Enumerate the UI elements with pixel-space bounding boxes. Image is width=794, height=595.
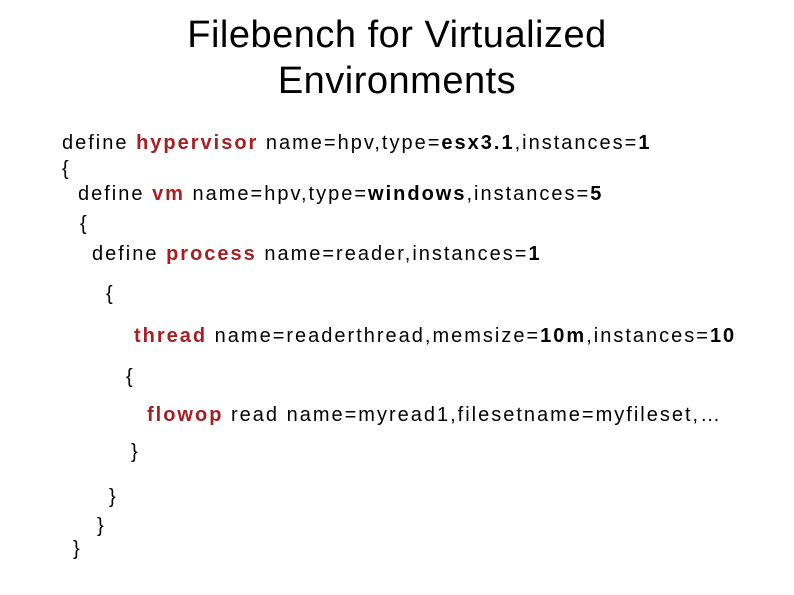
code-text: } bbox=[109, 486, 118, 508]
code-line: } bbox=[97, 514, 106, 538]
code-text: name=reader,instances= bbox=[256, 243, 529, 265]
code-text: } bbox=[131, 441, 140, 463]
code-text: windows bbox=[368, 183, 467, 205]
code-text: define bbox=[78, 183, 153, 205]
code-line: thread name=readerthread,memsize=10m,ins… bbox=[134, 324, 736, 348]
code-text: 1 bbox=[638, 132, 652, 154]
title-line-2: Environments bbox=[277, 60, 517, 102]
code-text: esx3.1 bbox=[441, 132, 515, 154]
code-line: } bbox=[131, 440, 140, 464]
code-text: { bbox=[106, 283, 115, 305]
code-line: flowop read name=myread1,filesetname=myf… bbox=[147, 403, 722, 427]
code-text: 5 bbox=[590, 183, 604, 205]
code-line: { bbox=[80, 212, 89, 236]
code-text: name=hpv,type= bbox=[258, 132, 442, 154]
code-line: define process name=reader,instances=1 bbox=[92, 242, 542, 266]
code-text: { bbox=[126, 366, 135, 388]
code-text: { bbox=[62, 158, 71, 180]
code-text: 10m bbox=[540, 325, 587, 347]
code-text: { bbox=[80, 213, 89, 235]
code-line: { bbox=[126, 365, 135, 389]
code-text: } bbox=[97, 515, 106, 537]
slide-title: Filebench for Virtualized Environments bbox=[0, 12, 794, 104]
code-line: define hypervisor name=hpv,type=esx3.1,i… bbox=[62, 131, 651, 155]
code-text: name=readerthread,memsize= bbox=[207, 325, 541, 347]
code-keyword: flowop bbox=[147, 404, 224, 426]
code-keyword: vm bbox=[152, 183, 185, 205]
code-text: } bbox=[73, 538, 82, 560]
code-text: read name=myread1,filesetname=myfileset,… bbox=[223, 404, 723, 426]
code-text: 10 bbox=[709, 325, 737, 347]
code-keyword: thread bbox=[134, 325, 208, 347]
code-line: } bbox=[109, 485, 118, 509]
code-text: define bbox=[62, 132, 137, 154]
code-keyword: hypervisor bbox=[136, 132, 259, 154]
code-text: ,instances= bbox=[466, 183, 591, 205]
code-line: define vm name=hpv,type=windows,instance… bbox=[78, 182, 603, 206]
code-text: ,instances= bbox=[514, 132, 639, 154]
code-text: ,instances= bbox=[586, 325, 710, 347]
code-text: 1 bbox=[528, 243, 542, 265]
code-line: { bbox=[106, 282, 115, 306]
code-line: { bbox=[62, 157, 71, 181]
code-text: define bbox=[92, 243, 167, 265]
code-text: name=hpv,type= bbox=[184, 183, 369, 205]
title-line-1: Filebench for Virtualized bbox=[187, 14, 607, 56]
code-keyword: process bbox=[166, 243, 257, 265]
code-line: } bbox=[73, 537, 82, 561]
